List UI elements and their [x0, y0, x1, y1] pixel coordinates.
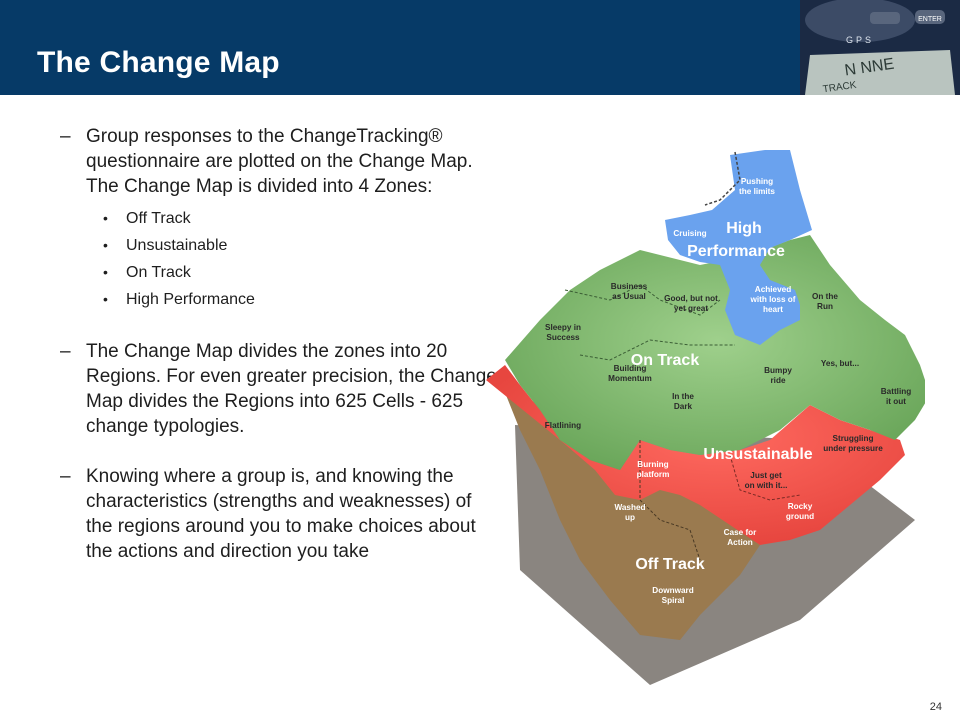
zone-label-high-1: High	[726, 220, 762, 237]
region-label: ground	[786, 512, 814, 521]
region-label: Success	[546, 333, 580, 342]
region-label: under pressure	[823, 444, 883, 453]
zone-label-off-track: Off Track	[635, 556, 704, 573]
zone-label-on-track: On Track	[631, 352, 700, 369]
region-label: Business	[611, 282, 648, 291]
slide-body: – Group responses to the ChangeTracking®…	[60, 124, 500, 564]
paragraph-knowing: – Knowing where a group is, and knowing …	[60, 464, 500, 564]
slide-title: The Change Map	[37, 46, 280, 79]
list-item-label: High Performance	[126, 291, 255, 308]
zone-unsustainable	[486, 365, 905, 545]
zone-label-high-2: Performance	[687, 243, 785, 260]
region-label: Burning	[637, 460, 668, 469]
region-label: as Usual	[612, 292, 646, 301]
list-item: • Off Track	[60, 205, 500, 232]
title-bar: The Change Map ENTER GPS N NNE TRACK	[0, 0, 960, 95]
dash-marker: –	[60, 126, 71, 147]
region-label: Momentum	[608, 374, 652, 383]
list-item: • On Track	[60, 259, 500, 286]
paragraph-regions: – The Change Map divides the zones into …	[60, 339, 500, 439]
list-item: • Unsustainable	[60, 232, 500, 259]
region-label: Building	[614, 364, 647, 373]
region-label: heart	[763, 305, 783, 314]
region-label: Struggling	[833, 434, 874, 443]
bullet-marker: •	[103, 210, 108, 226]
svg-text:ENTER: ENTER	[918, 16, 942, 23]
region-label: Just get	[750, 471, 782, 480]
region-label: with loss of	[749, 295, 795, 304]
region-label: Battling	[881, 387, 911, 396]
region-label: it out	[886, 397, 906, 406]
region-label: Pushing	[741, 177, 773, 186]
region-label: Achieved	[755, 285, 791, 294]
region-label: Case for	[724, 528, 758, 537]
region-label: Rocky	[788, 502, 813, 511]
paragraph-text: The Change Map divides the zones into 20…	[86, 341, 497, 437]
region-label: Downward	[652, 586, 693, 595]
region-label: Yes, but...	[821, 359, 859, 368]
gps-screen-track: TRACK	[822, 80, 857, 95]
page-number: 24	[929, 701, 942, 713]
region-label: In the	[672, 392, 694, 401]
change-map: High Performance On Track Unsustainable …	[486, 150, 925, 685]
region-label: Cruising	[673, 229, 706, 238]
zones-list: • Off Track • Unsustainable • On Track • Hig…	[60, 205, 500, 313]
region-label: Sleepy in	[545, 323, 581, 332]
list-item: • High Performance	[60, 286, 500, 313]
paragraph-zones: – Group responses to the ChangeTracking®…	[60, 124, 500, 199]
region-label: On the	[812, 292, 838, 301]
gps-label: GPS	[846, 35, 874, 45]
zone-high-performance	[665, 150, 812, 345]
region-label: Bumpy	[764, 366, 792, 375]
region-label: Washed	[614, 503, 645, 512]
zone-label-unsustainable: Unsustainable	[703, 446, 812, 463]
region-label: yet great	[674, 304, 708, 313]
zone-off-track	[500, 380, 760, 640]
region-label: Run	[817, 302, 833, 311]
region-label: up	[625, 513, 635, 522]
gps-screen-heading: N NNE	[844, 56, 896, 80]
list-item-label: On Track	[126, 264, 191, 281]
paragraph-text: Knowing where a group is, and knowing th…	[86, 466, 476, 562]
region-label: Dark	[674, 402, 693, 411]
list-item-label: Off Track	[126, 210, 191, 227]
bullet-marker: •	[103, 237, 108, 253]
region-label: the limits	[739, 187, 775, 196]
dash-marker: –	[60, 466, 71, 487]
dash-marker: –	[60, 341, 71, 362]
region-label: Flatlining	[545, 421, 581, 430]
region-label: Spiral	[662, 596, 685, 605]
region-label: Action	[727, 538, 752, 547]
gps-device-image: ENTER GPS N NNE TRACK	[800, 0, 960, 95]
gps-device-drawing: ENTER GPS N NNE TRACK	[800, 0, 960, 95]
region-label: ride	[770, 376, 785, 385]
paragraph-text: Group responses to the ChangeTracking® q…	[86, 126, 473, 197]
list-item-label: Unsustainable	[126, 237, 228, 254]
region-label: Good, but not	[664, 294, 718, 303]
bullet-marker: •	[103, 291, 108, 307]
region-label: on with it...	[745, 481, 788, 490]
bullet-marker: •	[103, 264, 108, 280]
region-label: platform	[637, 470, 670, 479]
zone-on-track	[505, 235, 925, 470]
